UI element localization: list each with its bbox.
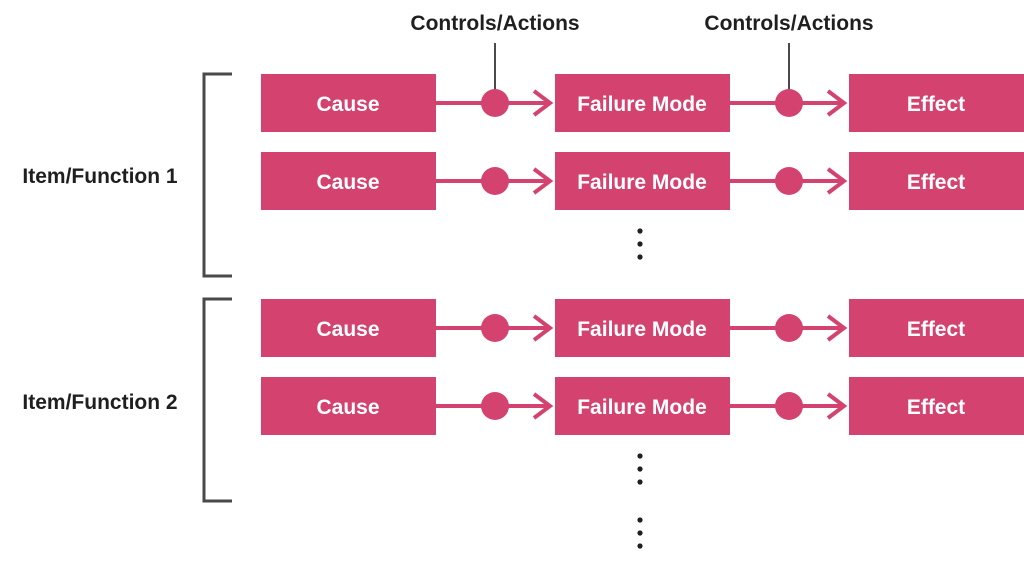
control-point-dot (775, 392, 803, 420)
effect-box (849, 299, 1024, 357)
arrow-head-icon (532, 314, 554, 342)
failure-mode-label: Failure Mode (577, 396, 707, 419)
more-rows-ellipsis (637, 453, 643, 485)
cause-box (261, 152, 436, 210)
arrow-head-icon (826, 89, 848, 117)
fmea-row: Cause Failure Mode Effect (261, 152, 1024, 210)
effect-box (849, 152, 1024, 210)
failure-mode-box (555, 377, 730, 435)
failure-mode-label: Failure Mode (577, 93, 707, 116)
fmea-row: Cause Failure Mode Effect (261, 299, 1024, 357)
control-point-dot (481, 392, 509, 420)
group-label: Item/Function 1 (22, 165, 177, 188)
effect-label: Effect (907, 318, 965, 341)
cause-label: Cause (316, 93, 379, 116)
effect-box (849, 74, 1024, 132)
failure-mode-box (555, 74, 730, 132)
control-point-dot (481, 314, 509, 342)
arrow-head-icon (826, 314, 848, 342)
arrow-head-icon (826, 392, 848, 420)
more-groups-ellipsis (637, 517, 643, 549)
control-point-dot (481, 89, 509, 117)
failure-mode-box (555, 299, 730, 357)
failure-mode-label: Failure Mode (577, 318, 707, 341)
effect-label: Effect (907, 93, 965, 116)
controls-actions-label-1: Controls/Actions (410, 12, 579, 35)
fmea-row: Cause Failure Mode Effect (261, 74, 1024, 132)
arrow-head-icon (532, 89, 554, 117)
cause-box (261, 74, 436, 132)
group-item-function-1: Item/Function 1 Cause Failure Mode Effec… (22, 72, 1024, 278)
arrow-head-icon (532, 392, 554, 420)
cause-box (261, 299, 436, 357)
controls-actions-label-2: Controls/Actions (704, 12, 873, 35)
group-label: Item/Function 2 (22, 391, 177, 414)
effect-label: Effect (907, 171, 965, 194)
cause-label: Cause (316, 318, 379, 341)
group-item-function-2: Item/Function 2 Cause Failure Mode Effec… (22, 297, 1024, 503)
effect-label: Effect (907, 396, 965, 419)
group-bracket (202, 72, 232, 278)
arrow-head-icon (532, 167, 554, 195)
fmea-row: Cause Failure Mode Effect (261, 377, 1024, 435)
control-point-dot (481, 167, 509, 195)
group-bracket (202, 297, 232, 503)
cause-label: Cause (316, 396, 379, 419)
failure-mode-label: Failure Mode (577, 171, 707, 194)
cause-label: Cause (316, 171, 379, 194)
failure-mode-box (555, 152, 730, 210)
control-point-dot (775, 167, 803, 195)
effect-box (849, 377, 1024, 435)
cause-box (261, 377, 436, 435)
arrow-head-icon (826, 167, 848, 195)
control-point-dot (775, 314, 803, 342)
control-point-dot (775, 89, 803, 117)
more-rows-ellipsis (637, 228, 643, 260)
